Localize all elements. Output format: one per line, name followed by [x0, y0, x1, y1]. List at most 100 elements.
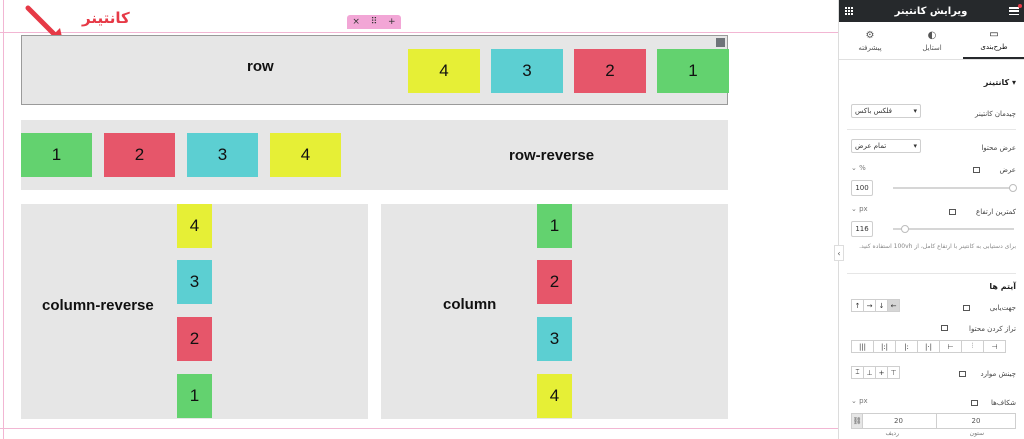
- gap-row-input[interactable]: 20: [860, 413, 937, 429]
- flex-item: 2: [574, 49, 646, 93]
- panel-title: ویرایش کانتینر: [894, 5, 968, 17]
- flex-item: 4: [408, 49, 480, 93]
- direction-button-group: ↑ → ↓ ←: [851, 299, 900, 312]
- justify-option-button[interactable]: ⊣: [983, 340, 1006, 353]
- add-icon[interactable]: +: [388, 17, 396, 27]
- divider: [847, 273, 1016, 274]
- desktop-icon[interactable]: [941, 325, 948, 331]
- direction-left-button[interactable]: ←: [887, 299, 900, 312]
- width-slider[interactable]: [893, 187, 1014, 189]
- justify-option-button[interactable]: ⫶: [961, 340, 984, 353]
- gap-unit[interactable]: px ⌄: [851, 397, 868, 405]
- editor-panel: › ویرایش کانتینر ▭ طرح‌بندی ◐ استایل ⚙ پ…: [834, 0, 1024, 439]
- min-height-input[interactable]: 116: [851, 221, 873, 237]
- desktop-icon[interactable]: [949, 209, 956, 215]
- justify-option-button[interactable]: |:: [895, 340, 918, 353]
- content-width-select[interactable]: ▾ تمام عرض: [851, 139, 921, 153]
- tab-style[interactable]: ◐ استایل: [901, 22, 963, 59]
- min-height-label: کمترین ارتفاع: [976, 208, 1016, 216]
- width-label: عرض: [999, 166, 1016, 174]
- justify-option-button[interactable]: |·|: [917, 340, 940, 353]
- flex-item: 2: [104, 133, 175, 177]
- align-items-label: چینش موارد: [980, 370, 1016, 378]
- justify-content-label: تراز کردن محتوا: [969, 325, 1016, 333]
- justify-option-button[interactable]: |:|: [873, 340, 896, 353]
- container-row[interactable]: row 4 3 2 1: [21, 35, 729, 105]
- flex-item: 4: [270, 133, 341, 177]
- divider: [847, 129, 1016, 130]
- justify-option-button[interactable]: ⊢: [939, 340, 962, 353]
- desktop-icon[interactable]: [963, 305, 970, 311]
- desktop-icon[interactable]: [971, 400, 978, 406]
- column-title: column: [443, 296, 497, 313]
- row-title: row: [247, 58, 274, 75]
- column-reverse-title: column-reverse: [42, 297, 154, 314]
- flex-item: 1: [657, 49, 729, 93]
- flex-item: 1: [177, 374, 212, 418]
- align-items-button-group: ⌶ ⊥ + ⊤: [851, 366, 900, 379]
- gaps-label: شکاف‌ها: [991, 399, 1016, 407]
- flex-item: 4: [177, 204, 212, 248]
- hamburger-menu-icon[interactable]: [1009, 4, 1022, 15]
- settings-mini-icon[interactable]: [716, 38, 725, 47]
- width-unit[interactable]: % ⌄: [851, 164, 866, 172]
- tab-layout[interactable]: ▭ طرح‌بندی: [963, 22, 1024, 59]
- flex-item: 2: [537, 260, 572, 304]
- gap-row-label: ردیف: [885, 430, 899, 437]
- flex-item: 3: [187, 133, 258, 177]
- layout-icon: ▭: [989, 28, 999, 40]
- justify-content-button-group: ||| |:| |: |·| ⊢ ⫶ ⊣: [851, 340, 1006, 353]
- flex-item: 3: [491, 49, 563, 93]
- row-reverse-title: row-reverse: [509, 147, 595, 164]
- chevron-down-icon: ▾: [913, 142, 917, 150]
- container-handle[interactable]: × ⠿ +: [347, 15, 401, 29]
- min-height-unit[interactable]: px ⌄: [851, 205, 868, 213]
- left-guide-line: [3, 0, 4, 439]
- panel-tabs: ▭ طرح‌بندی ◐ استایل ⚙ پیشرفته: [839, 22, 1024, 60]
- collapse-panel-icon[interactable]: ›: [834, 245, 844, 261]
- desktop-icon[interactable]: [973, 167, 980, 173]
- flex-item: 1: [21, 133, 92, 177]
- tab-advanced[interactable]: ⚙ پیشرفته: [839, 22, 901, 59]
- flex-item: 4: [537, 374, 572, 418]
- container-layout-select[interactable]: ▾ فلکس باکس: [851, 104, 921, 118]
- tab-label: پیشرفته: [858, 43, 882, 52]
- direction-label: جهت‌یابی: [989, 304, 1016, 312]
- gear-icon: ⚙: [865, 29, 875, 41]
- justify-option-button[interactable]: |||: [851, 340, 874, 353]
- flex-item: 3: [177, 260, 212, 304]
- min-height-help-text: برای دستیابی به کانتینر با ارتفاع کامل، …: [859, 243, 1016, 250]
- flex-item: 2: [177, 317, 212, 361]
- container-layout-label: چیدمان کانتینر: [975, 110, 1016, 118]
- top-guide-line: [0, 32, 838, 33]
- container-row-reverse[interactable]: 1 2 3 4 row-reverse: [21, 120, 728, 190]
- tab-label: استایل: [922, 43, 942, 52]
- bottom-guide-line: [0, 428, 838, 429]
- close-icon[interactable]: ×: [352, 17, 360, 27]
- width-input[interactable]: 100: [851, 180, 873, 196]
- notification-dot-icon: [1018, 4, 1022, 8]
- link-icon[interactable]: ⛓: [851, 413, 863, 429]
- gap-column-input[interactable]: 20: [936, 413, 1016, 429]
- align-option-button[interactable]: ⊤: [887, 366, 900, 379]
- panel-header: ویرایش کانتینر: [839, 0, 1024, 22]
- content-width-label: عرض محتوا: [981, 144, 1016, 152]
- contrast-icon: ◐: [927, 29, 937, 41]
- apps-grid-icon[interactable]: [845, 7, 854, 15]
- flex-item: 3: [537, 317, 572, 361]
- drag-handle-icon[interactable]: ⠿: [370, 17, 378, 27]
- width-slider-handle[interactable]: [1009, 184, 1017, 192]
- container-column[interactable]: column 1 2 3 4: [381, 204, 728, 419]
- desktop-icon[interactable]: [959, 371, 966, 377]
- section-items-header: آیتم ها: [989, 282, 1016, 291]
- chevron-down-icon: ▾: [913, 107, 917, 115]
- flex-item: 1: [537, 204, 572, 248]
- min-height-slider[interactable]: [893, 228, 1014, 230]
- section-container-header[interactable]: ▾ کانتینر: [983, 78, 1016, 87]
- container-column-reverse[interactable]: 4 3 2 1 column-reverse: [21, 204, 368, 419]
- annotation-label: کانتینر: [82, 9, 130, 27]
- tab-label: طرح‌بندی: [980, 42, 1008, 51]
- editor-canvas: کانتینر × ⠿ + row 4 3 2 1 1 2 3 4 row-re…: [0, 0, 838, 439]
- gap-column-label: ستون: [969, 430, 984, 437]
- min-height-slider-handle[interactable]: [901, 225, 909, 233]
